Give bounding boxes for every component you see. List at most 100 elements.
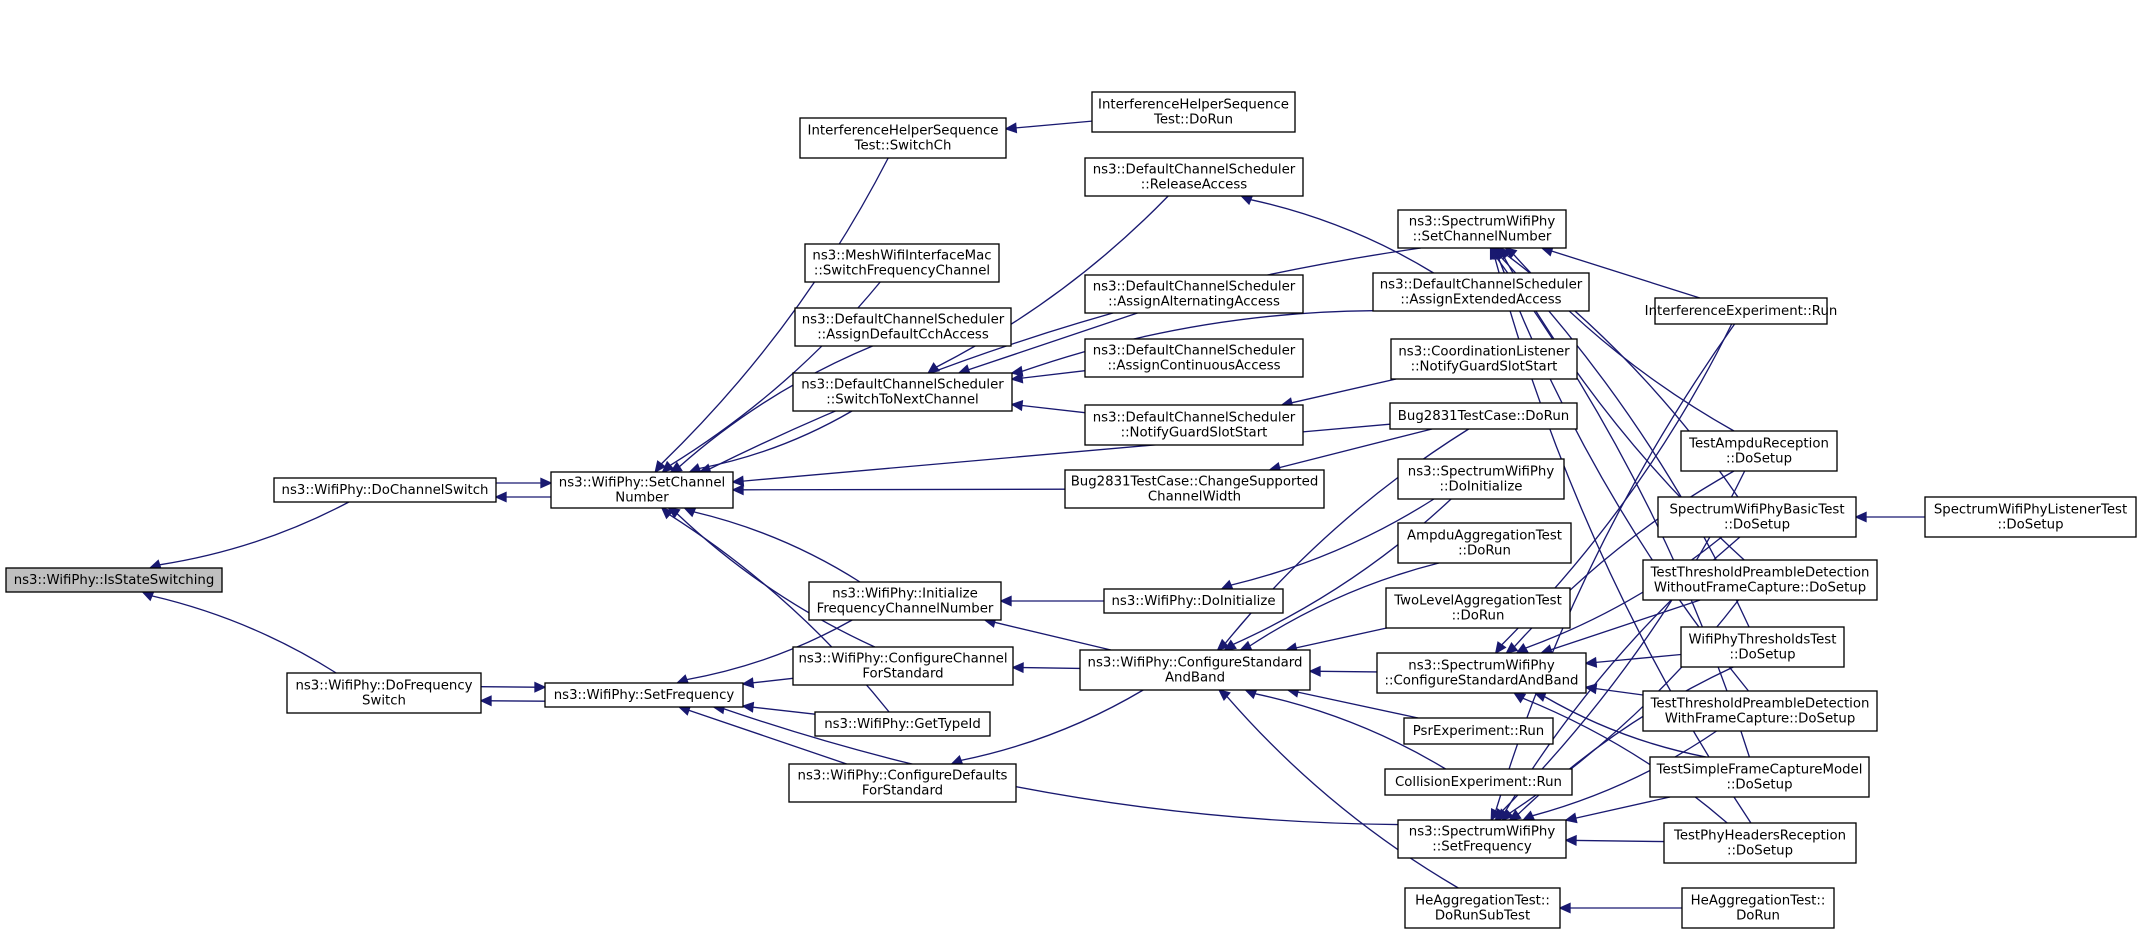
- graph-node[interactable]: TwoLevelAggregationTest::DoRun: [1385, 587, 1571, 629]
- graph-node[interactable]: ns3::DefaultChannelScheduler::AssignAlte…: [1084, 274, 1304, 314]
- graph-node[interactable]: ns3::MeshWifiInterfaceMac::SwitchFrequen…: [804, 243, 1000, 283]
- graph-node[interactable]: TestThresholdPreambleDetectionWithFrameC…: [1642, 690, 1878, 732]
- node-label: SpectrumWifiPhyListenerTest: [1934, 503, 2127, 518]
- edge-line: [1532, 730, 1717, 817]
- node-label: ForStandard: [862, 784, 943, 799]
- edge-line: [1297, 691, 1419, 719]
- node-label: InterferenceHelperSequence: [808, 124, 999, 139]
- graph-node[interactable]: Bug2831TestCase::ChangeSupportedChannelW…: [1064, 469, 1325, 509]
- node-label: ::SwitchToNextChannel: [826, 393, 979, 408]
- graph-node[interactable]: ns3::WifiPhy::DoInitialize: [1103, 588, 1284, 614]
- graph-node[interactable]: Bug2831TestCase::DoRun: [1389, 402, 1578, 430]
- arrowhead-icon: [1223, 639, 1237, 651]
- node-label: TestAmpduReception: [1688, 437, 1829, 452]
- arrowhead-icon: [1011, 662, 1024, 674]
- graph-node[interactable]: ns3::DefaultChannelScheduler::ReleaseAcc…: [1084, 157, 1304, 197]
- graph-node[interactable]: TestThresholdPreambleDetectionWithoutFra…: [1642, 559, 1878, 601]
- node-box: [1091, 91, 1296, 133]
- graph-node[interactable]: ns3::CoordinationListener::NotifyGuardSl…: [1390, 338, 1578, 380]
- edge-line: [693, 511, 861, 583]
- node-label: ::DoSetup: [1726, 452, 1792, 467]
- arrowhead-icon: [540, 477, 553, 489]
- graph-node[interactable]: SpectrumWifiPhyListenerTest::DoSetup: [1924, 496, 2137, 538]
- edge-line: [1575, 839, 1665, 843]
- graph-node[interactable]: ns3::WifiPhy::ConfigureStandardAndBand: [1079, 649, 1311, 691]
- node-box: [1642, 559, 1878, 601]
- node-box: [1649, 756, 1870, 798]
- call-edge-n27-n3: [683, 507, 861, 583]
- edge-line: [1522, 697, 1728, 824]
- call-edge-n19-n18: [927, 195, 1169, 374]
- graph-node[interactable]: ns3::SpectrumWifiPhy::ConfigureStandardA…: [1376, 652, 1587, 694]
- call-edge-n4-n3: [654, 157, 889, 474]
- edge-line: [1595, 653, 1682, 664]
- call-edge-n38-n39: [480, 681, 547, 693]
- node-label: TwoLevelAggregationTest: [1393, 594, 1562, 609]
- graph-node[interactable]: PsrExperiment::Run: [1403, 717, 1554, 745]
- graph-node[interactable]: ns3::WifiPhy::InitializeFrequencyChannel…: [808, 581, 1002, 621]
- edge-line: [994, 621, 1112, 651]
- node-label: ::AssignExtendedAccess: [1400, 293, 1561, 308]
- arrowhead-icon: [1010, 400, 1024, 412]
- graph-node[interactable]: ns3::DefaultChannelScheduler::NotifyGuar…: [1084, 404, 1304, 446]
- graph-node[interactable]: ns3::DefaultChannelScheduler::AssignExte…: [1372, 272, 1590, 312]
- edge-line: [699, 410, 853, 470]
- graph-node[interactable]: ns3::SpectrumWifiPhy::SetChannelNumber: [1397, 209, 1567, 249]
- node-box: [788, 763, 1017, 803]
- edge-line: [480, 686, 536, 688]
- arrowhead-icon: [731, 475, 745, 487]
- node-label: InterferenceHelperSequence: [1098, 98, 1289, 113]
- graph-node[interactable]: ns3::WifiPhy::ConfigureDefaultsForStanda…: [788, 763, 1017, 803]
- arrowhead-icon: [479, 695, 492, 707]
- arrowhead-icon: [1508, 809, 1522, 821]
- arrowhead-icon: [1501, 808, 1514, 822]
- graph-node[interactable]: ns3::WifiPhy::DoChannelSwitch: [273, 477, 497, 503]
- graph-node[interactable]: ns3::DefaultChannelScheduler::SwitchToNe…: [792, 372, 1013, 412]
- graph-node[interactable]: ns3::SpectrumWifiPhy::SetFrequency: [1397, 819, 1567, 859]
- graph-node[interactable]: SpectrumWifiPhyBasicTest::DoSetup: [1657, 496, 1857, 538]
- graph-node[interactable]: ns3::WifiPhy::SetFrequency: [544, 682, 744, 708]
- edge-line: [935, 195, 1169, 368]
- node-label: ::DoInitialize: [1440, 480, 1523, 495]
- call-edge-n39-n38: [479, 695, 546, 707]
- graph-node[interactable]: ns3::WifiPhy::ConfigureChannelForStandar…: [792, 646, 1014, 686]
- arrowhead-icon: [1505, 641, 1519, 655]
- graph-node[interactable]: WifiPhyThresholdsTest::DoSetup: [1680, 626, 1845, 668]
- graph-node[interactable]: ns3::WifiPhy::SetChannelNumber: [550, 471, 734, 509]
- call-edge-n14-n33: [1533, 691, 1707, 758]
- graph-node[interactable]: TestPhyHeadersReception::DoSetup: [1663, 822, 1857, 864]
- graph-node[interactable]: AmpduAggregationTest::DoRun: [1397, 522, 1572, 564]
- graph-node[interactable]: ns3::SpectrumWifiPhy::DoInitialize: [1397, 458, 1565, 500]
- node-label: ForStandard: [862, 667, 943, 682]
- node-box: [792, 372, 1013, 412]
- node-label: TestSimpleFrameCaptureModel: [1656, 763, 1863, 778]
- edge-line: [1021, 370, 1086, 379]
- graph-node[interactable]: CollisionExperiment::Run: [1384, 768, 1573, 796]
- edge-line: [709, 247, 1421, 470]
- graph-node[interactable]: TestAmpduReception::DoSetup: [1680, 430, 1838, 472]
- graph-node[interactable]: HeAggregationTest::DoRun: [1681, 887, 1835, 929]
- edge-line: [1575, 796, 1671, 819]
- root-node[interactable]: ns3::WifiPhy::IsStateSwitching: [5, 567, 223, 593]
- edge-line: [660, 157, 889, 465]
- arrowhead-icon: [1564, 834, 1577, 846]
- graph-node[interactable]: ns3::WifiPhy::GetTypeId: [814, 711, 991, 737]
- node-box: [5, 567, 223, 593]
- arrowhead-icon: [1521, 810, 1536, 821]
- graph-node[interactable]: ns3::DefaultChannelScheduler::AssignCont…: [1084, 338, 1304, 378]
- graph-node[interactable]: InterferenceExperiment::Run: [1645, 297, 1838, 325]
- edge-line: [1543, 695, 1707, 758]
- graph-node[interactable]: ns3::DefaultChannelScheduler::AssignDefa…: [794, 307, 1012, 347]
- arrowhead-icon: [1564, 812, 1578, 824]
- call-edge-n30-n27: [983, 617, 1112, 651]
- edge-line: [1233, 498, 1452, 646]
- node-label: InterferenceExperiment::Run: [1645, 304, 1838, 319]
- graph-node[interactable]: TestSimpleFrameCaptureModel::DoSetup: [1649, 756, 1870, 798]
- graph-node[interactable]: HeAggregationTest::DoRunSubTest: [1404, 887, 1561, 929]
- call-edge-n23-n18: [1010, 400, 1086, 414]
- call-edge-n40-n39: [741, 677, 794, 689]
